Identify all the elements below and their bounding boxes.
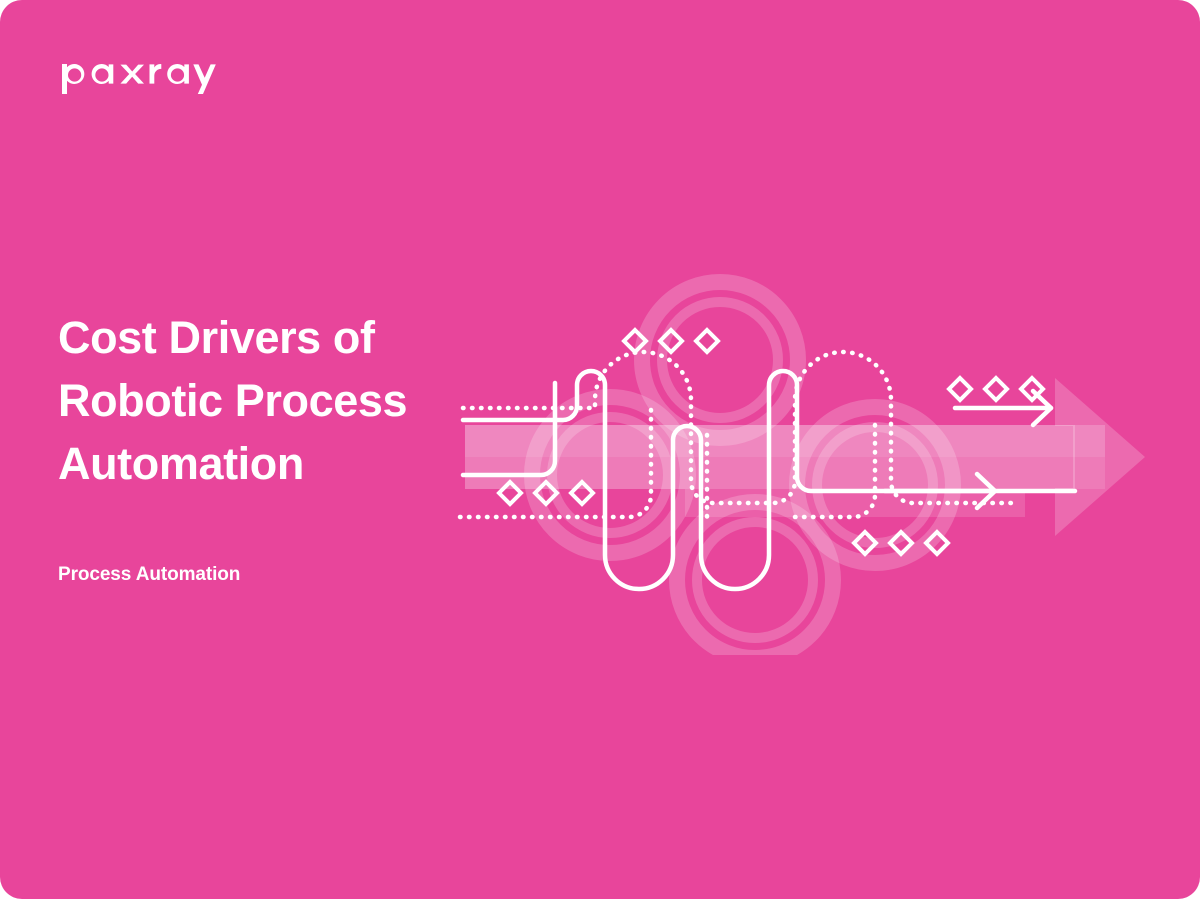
page-title: Cost Drivers of Robotic Process Automati… [58,306,478,495]
arrow-solid-head [974,471,998,511]
ring-bottom-outer [669,494,841,655]
headline-line-2: Robotic Process [58,375,408,426]
white-arrow-dotted [952,388,1054,428]
white-arrow-solid [882,471,998,511]
dotted-flow-path [460,349,1014,506]
ring-left-inner [547,412,673,538]
translucent-bar-upper [465,425,1105,457]
large-arrow-head [1055,378,1145,536]
diamond-marker-group-right [947,376,1045,402]
solid-flow-path [460,368,1078,592]
ring-bottom-inner [692,517,818,643]
translucent-bar-lower [465,457,1105,489]
dotted-flow-branch-left [455,407,654,520]
text-block: Cost Drivers of Robotic Process Automati… [58,306,478,588]
solid-flow-branch [460,380,558,478]
ring-top-inner [657,297,783,423]
headline-line-1: Cost Drivers of [58,312,375,363]
ring-top-outer [634,274,806,446]
process-automation-illustration [455,245,1175,655]
paxray-logo[interactable]: paxray [60,52,280,96]
translucent-bar-group [465,425,1105,517]
artwork-canvas [455,274,1145,655]
dotted-flow-branch-right [792,422,878,520]
headline-line-3: Automation [58,438,304,489]
category-label: Process Automation [58,564,241,585]
dotted-rounded-path-group [455,349,1014,520]
solid-rounded-path-group [460,368,1078,592]
arrow-dotted-head [1030,388,1054,428]
paxray-wordmark-icon [62,63,216,94]
